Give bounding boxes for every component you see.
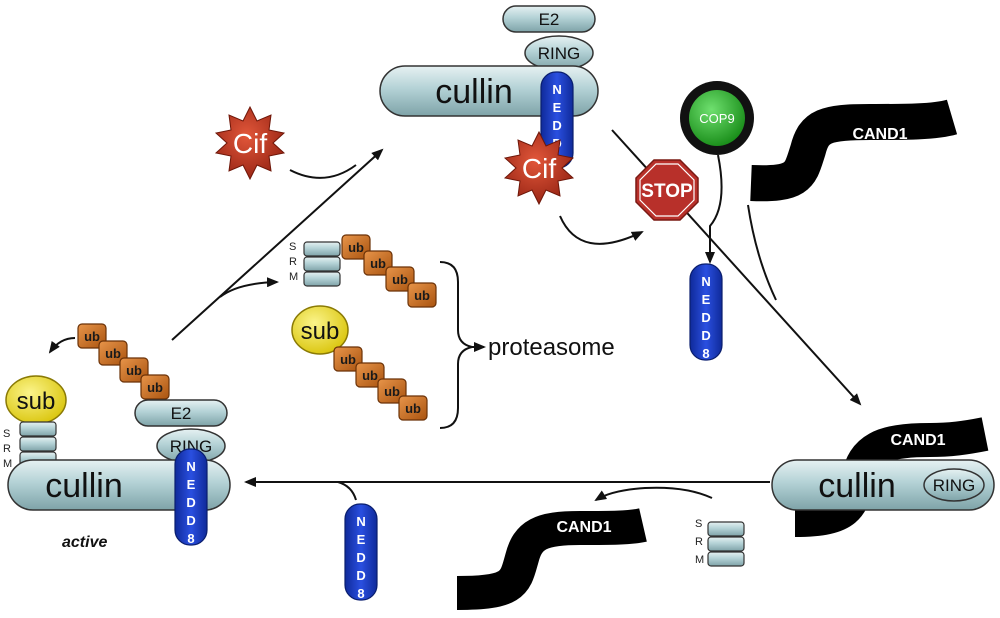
arrow-ub-chain-off [48, 337, 76, 354]
cand1-bound-complex: CAND1 cullin RING [771, 417, 995, 537]
cand1-bottom-label: CAND1 [556, 519, 611, 536]
cullin-top-label: cullin [435, 73, 512, 111]
e2-top [502, 5, 596, 33]
cand1-bottom-shape [456, 508, 647, 610]
arrow-srm-release [594, 486, 713, 502]
cif-free-label: Cif [233, 128, 267, 159]
cullin-active-label: cullin [45, 467, 122, 505]
sub-ubiquitinated: sub [291, 305, 428, 421]
cif-bound-shape [503, 130, 575, 206]
cand1-top: CAND1 [750, 99, 958, 202]
proteasome-group: proteasome [439, 261, 615, 429]
cif-bound-label: Cif [522, 153, 556, 184]
srm-released-block [707, 521, 745, 567]
active-complex: E2 RING sub S R M cullin active [3, 323, 231, 551]
e2-active [134, 399, 228, 427]
arrow-nedd8-joins [337, 481, 357, 501]
e2-active-label: E2 [171, 404, 192, 423]
cop9-signalosome: COP9 [680, 81, 754, 155]
ring-cand1 [923, 468, 985, 502]
srm-block-ub [303, 241, 341, 287]
sub-mid-label: sub [301, 318, 340, 345]
nedd8-free-middle [689, 263, 723, 362]
cop9-core [689, 90, 745, 146]
srm-released-s: S [695, 518, 702, 530]
arrow-cop9-to-nedd8 [705, 154, 723, 264]
cand1-bottom: CAND1 [456, 508, 647, 610]
e2-top-label: E2 [539, 10, 560, 29]
sub-active-label: sub [17, 388, 56, 415]
arrow-cif-to-stop [559, 215, 644, 245]
ring-cand1-label: RING [933, 476, 976, 495]
cif-free-shape [214, 105, 286, 181]
arrow-cand1-joins [747, 204, 777, 301]
ring-active-label: RING [170, 437, 213, 456]
cand1-top-shape [750, 99, 958, 202]
ring-top-label: RING [538, 44, 581, 63]
cullin-cand1-label: cullin [818, 467, 895, 505]
ub-srm-4 [407, 282, 437, 308]
sub-mid-shape [291, 305, 349, 355]
ub-sub-4 [398, 395, 428, 421]
ub-active-4 [140, 374, 170, 400]
nedd8-free-bottom [344, 503, 378, 602]
cif-free: Cif [214, 105, 286, 181]
stop-octagon [635, 159, 699, 221]
srm-letter-r: R [289, 256, 297, 268]
srm-active-s: S [3, 428, 10, 440]
stop-label: STOP [641, 181, 693, 202]
proteasome-label: proteasome [488, 334, 615, 361]
srm-released-r: R [695, 536, 703, 548]
arrow-branch-release [219, 277, 279, 298]
active-label: active [62, 534, 107, 551]
cand1-top-label: CAND1 [852, 126, 907, 143]
nedd8-active [174, 448, 208, 547]
srm-active-m: M [3, 458, 12, 470]
srm-active-r: R [3, 443, 11, 455]
srm-letter-s: S [289, 241, 296, 253]
srm-ubiquitinated: S R M [289, 234, 437, 308]
proteasome-brace [439, 261, 473, 429]
arrow-active-to-top [171, 148, 384, 341]
srm-letter-m: M [289, 271, 298, 283]
stop-sign: STOP [635, 159, 699, 221]
srm-released: S R M [695, 518, 745, 567]
top-complex: E2 RING cullin Cif [379, 5, 599, 206]
srm-released-m: M [695, 554, 704, 566]
cop9-label: COP9 [699, 111, 734, 126]
cand1-bound-label: CAND1 [890, 432, 945, 449]
arrow-cif-joins [289, 164, 357, 179]
